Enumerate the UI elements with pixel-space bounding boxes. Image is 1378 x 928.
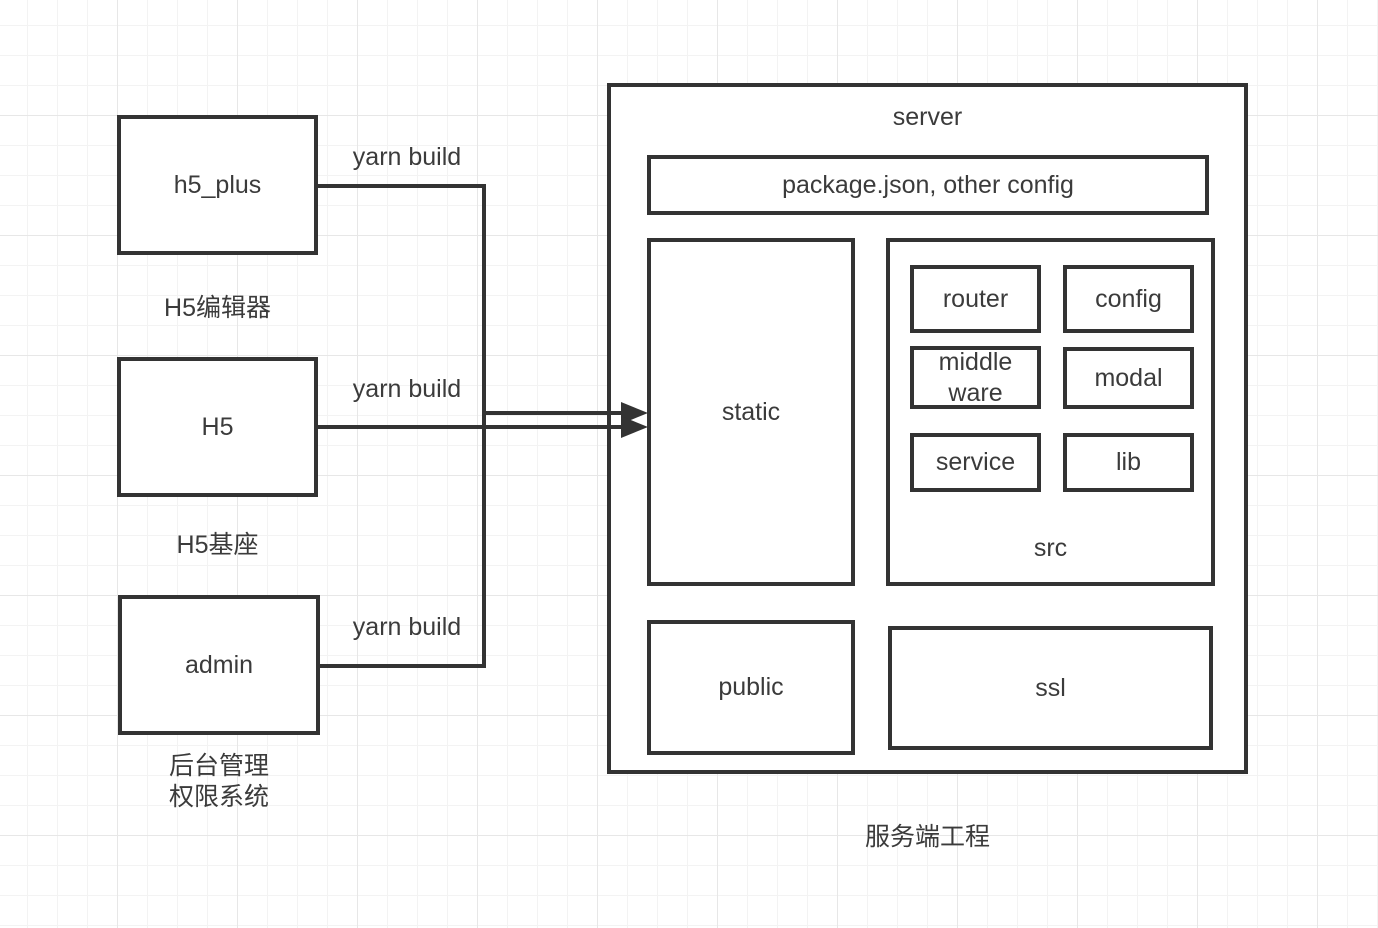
node-service: service: [910, 433, 1041, 492]
node-static-label: static: [721, 397, 781, 426]
node-package-json-config-label: package.json, other config: [782, 170, 1074, 199]
node-modal-label: modal: [1094, 363, 1163, 392]
node-router-label: router: [942, 284, 1009, 313]
src-caption: src: [1033, 534, 1068, 562]
node-modal: modal: [1063, 347, 1194, 409]
edge-label-yarn-build-2: yarn build: [352, 375, 462, 403]
node-public: public: [647, 620, 855, 755]
caption-admin-line2: 权限系统: [168, 783, 269, 811]
node-service-label: service: [935, 448, 1016, 477]
node-h5-label: H5: [201, 412, 234, 441]
node-lib-label: lib: [1115, 448, 1141, 477]
node-config-label: config: [1095, 284, 1162, 313]
caption-h5-editor: H5编辑器: [164, 294, 271, 322]
caption-admin-line1: 后台管理: [168, 752, 269, 780]
node-admin-label: admin: [184, 650, 254, 679]
edge-label-yarn-build-3: yarn build: [352, 613, 462, 641]
caption-admin: 后台管理 权限系统: [118, 751, 320, 813]
node-package-json-config: package.json, other config: [647, 155, 1209, 215]
server-caption: 服务端工程: [864, 823, 990, 851]
node-lib: lib: [1063, 433, 1194, 492]
node-middleware-label: middle ware: [938, 348, 1013, 407]
node-router: router: [910, 265, 1041, 333]
caption-h5-base: H5基座: [176, 531, 259, 559]
node-public-label: public: [718, 673, 784, 702]
node-middleware: middle ware: [910, 346, 1041, 409]
node-ssl-label: ssl: [1035, 673, 1066, 702]
node-config: config: [1063, 265, 1194, 333]
node-static: static: [647, 238, 855, 586]
node-h5-plus: h5_plus: [117, 115, 318, 255]
edge-label-yarn-build-1: yarn build: [352, 143, 462, 171]
node-ssl: ssl: [888, 626, 1213, 750]
node-h5: H5: [117, 357, 318, 497]
node-h5-plus-label: h5_plus: [173, 170, 262, 199]
node-admin: admin: [118, 595, 320, 735]
server-title: server: [892, 103, 963, 131]
